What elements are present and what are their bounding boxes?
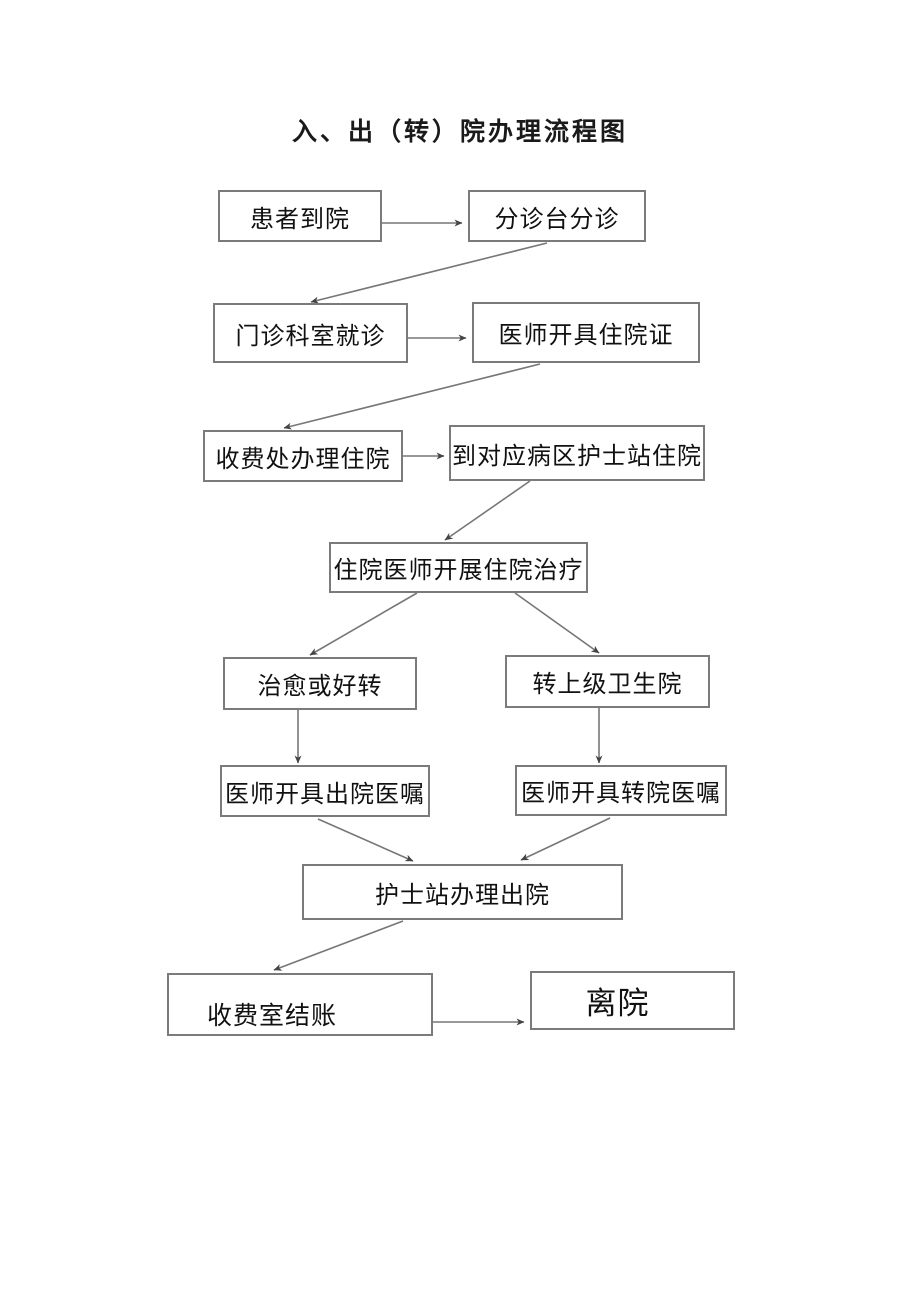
edge-transfer-order-to-nurse-discharge	[520, 817, 611, 861]
flow-node-triage-desk: 分诊台分诊	[468, 190, 646, 242]
edge-ward-nurse-admission-to-inpatient-treatment	[444, 480, 531, 541]
edge-discharge-order-to-nurse-discharge	[317, 818, 414, 862]
flow-node-fee-settlement: 收费室结账	[167, 973, 433, 1036]
flow-node-nurse-discharge: 护士站办理出院	[302, 864, 623, 920]
flow-node-discharge-order: 医师开具出院医嘱	[220, 765, 430, 817]
flow-node-ward-nurse-admission: 到对应病区护士站住院	[449, 425, 705, 481]
flow-node-transfer-higher: 转上级卫生院	[505, 655, 710, 708]
flow-node-fee-office-admission: 收费处办理住院	[203, 430, 403, 482]
flow-node-admission-certificate: 医师开具住院证	[472, 302, 700, 363]
edge-nurse-discharge-to-fee-settlement	[273, 920, 404, 971]
flow-node-outpatient-visit: 门诊科室就诊	[213, 303, 408, 363]
flow-node-inpatient-treatment: 住院医师开展住院治疗	[329, 542, 588, 593]
edge-triage-desk-to-outpatient-visit	[310, 242, 548, 304]
edge-inpatient-treatment-to-cured-or-improved	[309, 592, 418, 656]
edge-admission-certificate-to-fee-office-admission	[283, 363, 541, 430]
edge-inpatient-treatment-to-transfer-higher	[514, 592, 600, 654]
flow-node-patient-arrival: 患者到院	[218, 190, 382, 242]
flow-node-leave-hospital: 离院	[530, 971, 735, 1030]
diagram-title: 入、出（转）院办理流程图	[291, 118, 628, 146]
flow-node-transfer-order: 医师开具转院医嘱	[515, 765, 727, 816]
flow-node-cured-or-improved: 治愈或好转	[223, 657, 417, 710]
